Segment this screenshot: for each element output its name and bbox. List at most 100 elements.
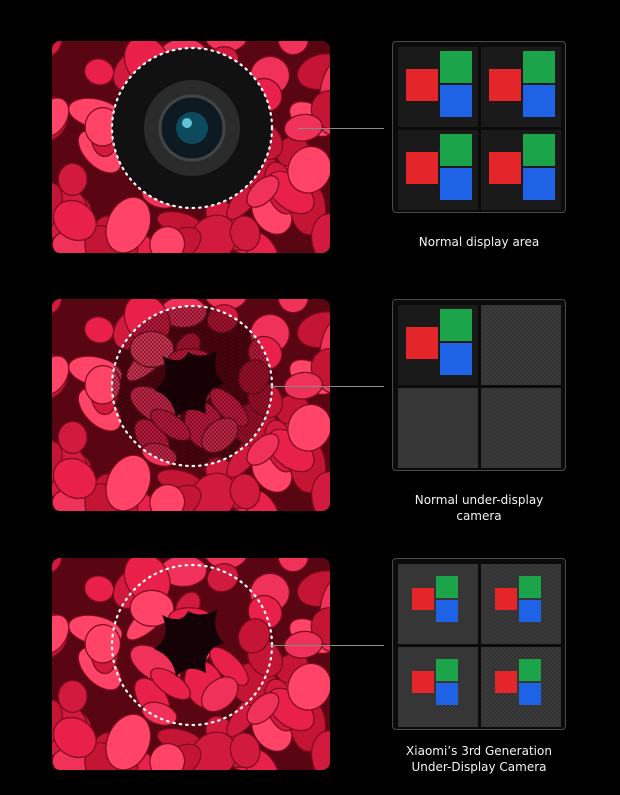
petal [189,214,238,253]
pixel-cell [481,647,561,727]
subpixel-red [406,68,438,101]
subpixel-green [440,134,472,166]
petal [129,589,175,627]
pixel-cell [398,305,478,385]
petal [206,563,239,593]
subpixel-blue [440,343,472,375]
pixel-cell [481,564,561,644]
subpixel-green [519,576,541,598]
petal [287,403,330,452]
pixel-cell [398,47,478,127]
petal [189,731,238,770]
pixel-cell [481,388,561,468]
petal [57,679,88,713]
subpixel-red [412,588,434,611]
subpixel-red [406,151,438,184]
petal [283,630,323,659]
petal [52,199,97,242]
caption-xiaomi-udc: Xiaomi’s 3rd Generation Under-Display Ca… [392,743,566,775]
petal [149,225,186,253]
connector-line [298,128,384,129]
caption-line-1: Normal under-display camera [414,493,544,523]
dark-gap [154,609,224,677]
petal [52,97,70,138]
subpixel-red [489,151,521,184]
subpixel-blue [523,168,555,200]
petal [310,213,330,253]
pixel-cell [481,305,561,385]
pixel-cell [398,388,478,468]
pixel-cell [398,647,478,727]
petal [52,614,70,655]
petal [141,701,178,726]
petal [52,41,63,56]
petal [277,299,309,314]
petal [229,473,261,510]
lens-glint [182,118,192,128]
petal [149,742,186,770]
petal [105,196,152,253]
petal [57,162,88,196]
petal [310,730,330,770]
caption-normal-display: Normal display area [392,234,566,250]
flower-photo-udc [52,299,330,511]
caption-line-1: Normal display area [418,235,540,249]
petal [149,483,186,511]
subpixel-green [523,134,555,166]
petal [189,472,238,511]
subpixel-green [436,659,458,681]
subpixel-green [440,309,472,341]
petal [52,457,97,500]
petal [246,692,280,725]
subpixel-red [406,326,438,359]
mesh-overlay [112,306,272,466]
lens-glass [176,112,208,144]
petal [105,454,152,511]
pixel-panel-udc [392,299,566,471]
petal [237,618,271,654]
connector-line [270,645,384,646]
petal [287,662,330,711]
petal [84,624,122,664]
pixel-cell [398,564,478,644]
pixel-panel-normal [392,41,566,213]
petal [246,433,280,466]
subpixel-red [412,671,434,694]
petal [283,113,323,142]
petal [229,215,261,252]
subpixel-red [489,68,521,101]
subpixel-red [495,671,517,694]
pixel-cell [398,130,478,210]
subpixel-blue [519,683,541,705]
flower-photo-normal-svg [52,41,330,253]
connector-line [270,386,384,387]
petal [229,732,261,769]
subpixel-green [523,51,555,83]
camera-area-outline [110,46,274,210]
petal [277,41,309,56]
subpixel-green [519,659,541,681]
flower-photo-xiaomi [52,558,330,770]
subpixel-green [440,51,472,83]
petal [287,145,330,194]
subpixel-green [436,576,458,598]
petal [200,676,239,713]
petals [52,558,330,770]
subpixel-blue [440,168,472,200]
subpixel-blue [523,85,555,117]
subpixel-blue [436,683,458,705]
mesh-tint [112,306,272,466]
petal [310,471,330,511]
petal [283,371,323,400]
flower-photo-normal [52,41,330,253]
petal [57,420,88,454]
petal [52,355,70,396]
flower-photo-xiaomi-svg [52,558,330,770]
pixel-panel-xiaomi [392,558,566,730]
caption-normal-udc: Normal under-display camera [392,492,566,524]
subpixel-blue [436,600,458,622]
petal [105,713,152,770]
petal [52,558,63,573]
subpixel-blue [440,85,472,117]
petal [277,558,309,573]
